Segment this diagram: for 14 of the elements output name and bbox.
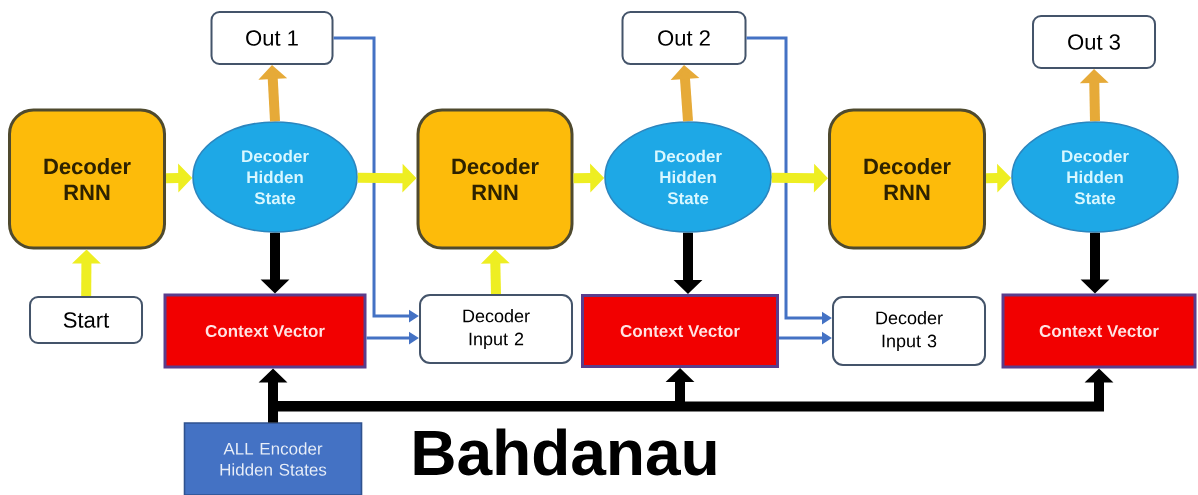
input-box: Decoder Input 3 — [832, 296, 986, 366]
encoder-states-box: ALL Encoder Hidden States — [183, 422, 363, 495]
rnn-box: Decoder RNN — [8, 108, 166, 250]
context-vector-box: Context Vector — [163, 293, 367, 369]
rnn-box: Decoder RNN — [416, 108, 574, 250]
output-box: Out 2 — [621, 11, 747, 65]
output-box: Out 1 — [210, 11, 334, 65]
context-vector-box: Context Vector — [581, 294, 779, 368]
rnn-box: Decoder RNN — [828, 108, 986, 250]
input-box: Decoder Input 2 — [419, 294, 573, 364]
output-box: Start — [29, 296, 143, 344]
title-text: Bahdanau — [414, 428, 716, 476]
output-box: Out 3 — [1032, 15, 1156, 69]
context-vector-box: Context Vector — [1001, 293, 1197, 369]
